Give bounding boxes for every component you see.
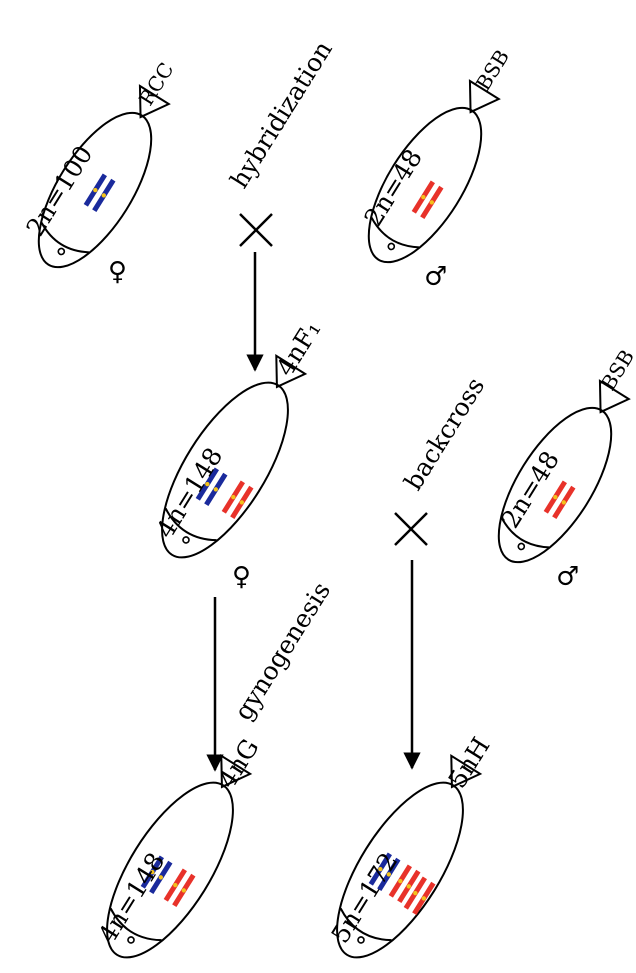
chromosome-count: 2n=48 — [358, 144, 428, 231]
fish-bsb-2: BSB 2n=48 ♂ — [495, 345, 636, 592]
male-icon: ♂ — [556, 562, 579, 592]
bsb-chromosomes — [543, 480, 576, 519]
chromosome-count: 2n=48 — [495, 446, 565, 533]
fish-body — [37, 84, 171, 269]
tail-fin-icon — [468, 79, 501, 114]
chromosome-count: 4n=148 — [150, 442, 228, 543]
female-icon: ♀ — [108, 257, 127, 287]
fish-body — [367, 79, 501, 264]
rcc-chromosomes — [83, 173, 116, 212]
cross-icon — [394, 512, 428, 546]
bsb-chromosomes-extra — [403, 876, 436, 915]
tail-fin-icon — [220, 754, 253, 789]
rcc-chromosomes — [140, 855, 173, 894]
bsb-chromosomes — [163, 868, 196, 907]
fish-4ng: 4nG 4n=148 — [92, 734, 265, 959]
process-label-gynogenesis: gynogenesis — [228, 577, 336, 725]
process-label-backcross: backcross — [398, 372, 490, 495]
bsb-chromosomes — [221, 480, 254, 519]
fish-body — [106, 754, 253, 959]
fish-4nf1: 4nF₁ 4n=148 ♀ — [150, 315, 326, 592]
fish-name: BSB — [471, 45, 514, 94]
bsb-chromosomes — [411, 180, 444, 219]
fish-body — [161, 354, 308, 559]
tail-fin-icon — [450, 754, 483, 789]
fish-name: BSB — [596, 345, 636, 394]
bsb-chromosomes — [388, 864, 421, 903]
tail-fin-icon — [598, 379, 631, 414]
process-label-hybridization: hybridization — [224, 36, 337, 193]
chromosome-count: 2n=100 — [20, 140, 98, 241]
female-icon: ♀ — [232, 562, 251, 592]
fish-bsb-1: BSB 2n=48 ♂ — [358, 45, 514, 292]
fish-name: RCC — [134, 58, 179, 109]
fish-rcc: RCC 2n=100 ♀ — [20, 58, 179, 287]
fish-5nh: 5nH 5n=172 — [325, 732, 496, 959]
rcc-chromosomes — [368, 852, 401, 891]
fish-body — [497, 379, 631, 564]
tail-fin-icon — [275, 354, 308, 389]
tail-fin-icon — [138, 84, 171, 119]
fish-body — [336, 754, 483, 959]
cross-icon — [239, 213, 273, 247]
rcc-chromosomes — [195, 467, 228, 506]
male-icon: ♂ — [424, 262, 447, 292]
fish-name: 4nF₁ — [270, 315, 326, 381]
